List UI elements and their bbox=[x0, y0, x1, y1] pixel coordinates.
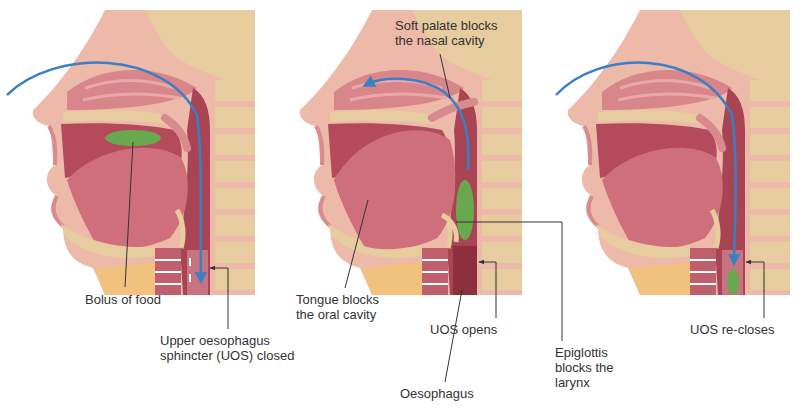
leader-line bbox=[746, 262, 764, 318]
part-label: Oesophagus bbox=[400, 386, 500, 401]
part-label: Upper oesophagus sphincter (UOS) closed bbox=[160, 333, 310, 363]
part-label: Tongue blocks the oral cavity bbox=[296, 292, 396, 322]
sphincter-mark bbox=[189, 258, 191, 282]
air-flow-arrow bbox=[7, 63, 201, 278]
bolus bbox=[727, 269, 739, 295]
soft-palate bbox=[700, 118, 722, 148]
head-section bbox=[568, 10, 790, 295]
part-label: Epiglottis blocks the larynx bbox=[555, 345, 627, 390]
leader-line bbox=[210, 268, 228, 329]
bolus bbox=[456, 180, 474, 240]
leader-line bbox=[479, 262, 496, 318]
head-section bbox=[33, 10, 255, 295]
leader-line bbox=[125, 142, 133, 287]
leader-line bbox=[345, 200, 368, 288]
panel bbox=[556, 10, 790, 295]
epiglottis bbox=[442, 215, 456, 242]
oesophagus-closed bbox=[722, 250, 743, 295]
panel bbox=[7, 10, 255, 295]
part-label: UOS re-closes bbox=[690, 322, 790, 337]
tongue-raised bbox=[334, 130, 455, 249]
part-label: Bolus of food bbox=[85, 292, 195, 307]
air-flow-arrow bbox=[556, 63, 736, 260]
oesophagus-closed bbox=[187, 250, 208, 295]
air-flow-arrow bbox=[368, 79, 468, 170]
part-label: UOS opens bbox=[430, 322, 510, 337]
oesophagus-open bbox=[453, 246, 477, 295]
panel bbox=[300, 10, 522, 295]
soft-palate bbox=[432, 102, 474, 118]
head-section bbox=[300, 10, 522, 295]
soft-palate bbox=[165, 118, 187, 148]
leader-lines bbox=[125, 54, 764, 382]
part-label: Soft palate blocks the nasal cavity bbox=[395, 18, 515, 48]
leader-line bbox=[440, 54, 450, 98]
